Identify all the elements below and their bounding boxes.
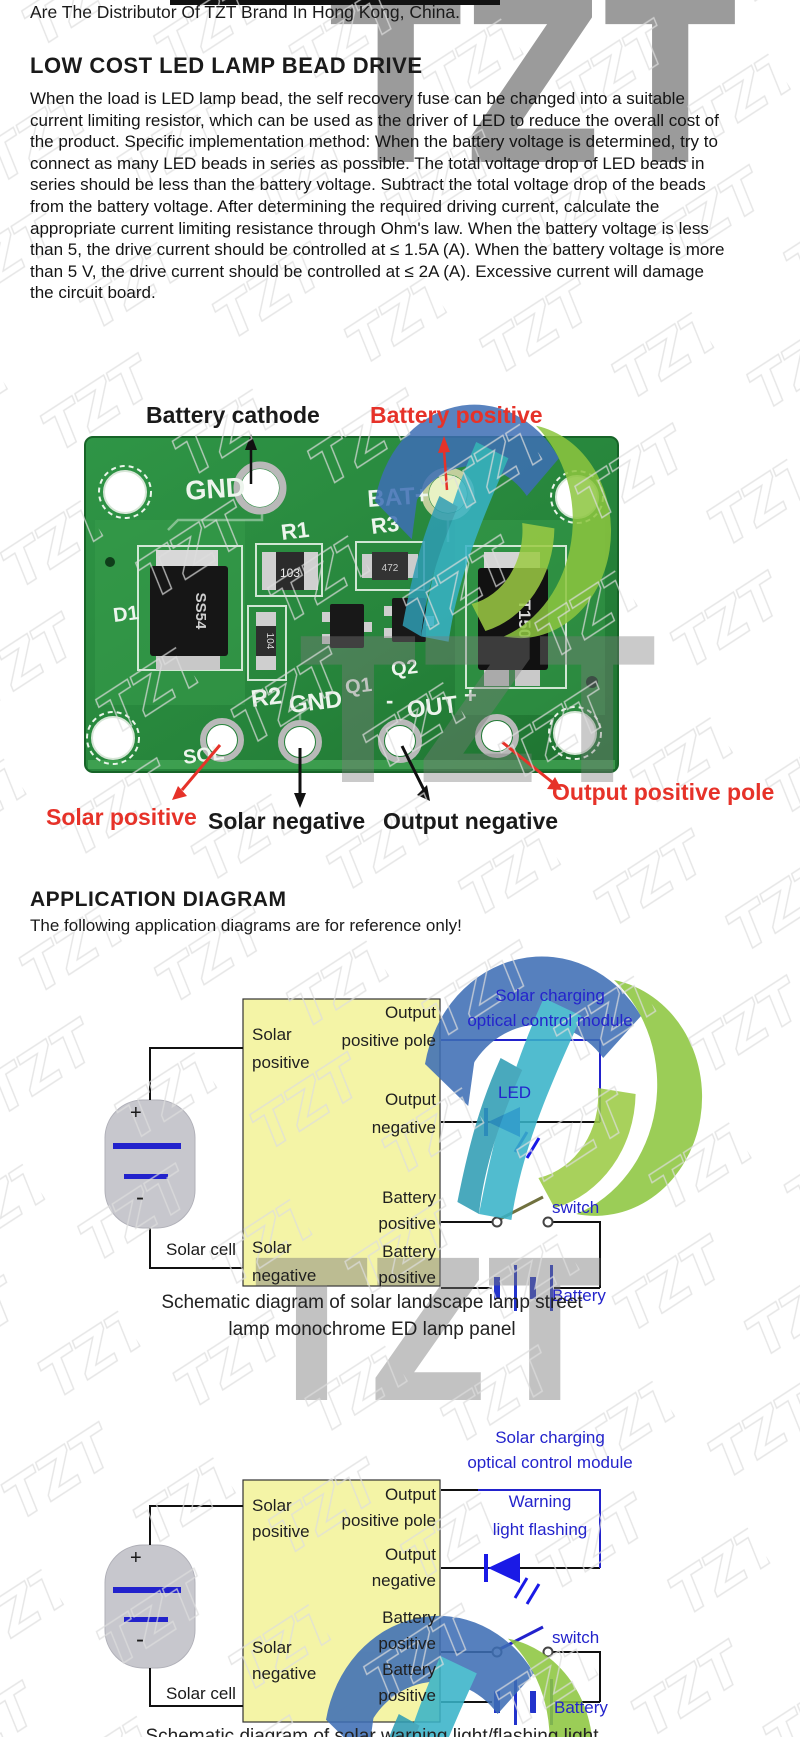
label-battery-positive: Battery positive bbox=[370, 402, 543, 428]
d1-solar-positive-2: positive bbox=[252, 1053, 310, 1072]
d1-solar-positive: Solar bbox=[252, 1025, 292, 1044]
d1-battery-positive-2b: positive bbox=[378, 1268, 436, 1287]
application-heading: APPLICATION DIAGRAM bbox=[30, 888, 287, 911]
d2-battery-positive-1: Battery bbox=[382, 1608, 436, 1627]
d2-cell-plus: + bbox=[130, 1547, 142, 1569]
d2-solar-positive-2: positive bbox=[252, 1522, 310, 1541]
label-solar-positive: Solar positive bbox=[46, 804, 197, 830]
d1-cell-minus: - bbox=[136, 1184, 144, 1211]
d2-output-negative-2: negative bbox=[371, 1571, 436, 1590]
paragraph-line: current limiting resistor, which can be … bbox=[30, 110, 719, 130]
d1-solar-negative-2: negative bbox=[252, 1266, 317, 1285]
label-output-positive-pole: Output positive pole bbox=[552, 779, 775, 805]
d1-output-positive-2: positive pole bbox=[341, 1031, 436, 1050]
d2-solar-positive: Solar bbox=[252, 1496, 292, 1515]
d1-battery-positive-1b: positive bbox=[378, 1214, 436, 1233]
page-title: LOW COST LED LAMP BEAD DRIVE bbox=[30, 53, 423, 78]
paragraph-line: appropriate current limiting resistance … bbox=[30, 218, 709, 238]
d2-output-positive: Output bbox=[384, 1485, 436, 1504]
d2-battery-positive-1b: positive bbox=[378, 1634, 436, 1653]
d2-warning-2: light flashing bbox=[492, 1520, 588, 1539]
paragraph-line: than 5 V, the drive current should be co… bbox=[30, 261, 704, 281]
d1-switch-label: switch bbox=[552, 1198, 600, 1217]
d1-battery-positive-1: Battery bbox=[382, 1188, 436, 1207]
d1-led-label: LED bbox=[498, 1083, 532, 1102]
d2-battery-label: Battery bbox=[554, 1698, 608, 1717]
d1-battery-label: Battery bbox=[552, 1286, 606, 1305]
label-solar-negative: Solar negative bbox=[208, 808, 366, 834]
d2-solar-negative: Solar bbox=[252, 1638, 292, 1657]
d2-solar-cell-label: Solar cell bbox=[166, 1684, 236, 1703]
paragraph-line: than 5, the drive current should be cont… bbox=[30, 240, 725, 260]
d1-cell-plus: + bbox=[130, 1102, 142, 1124]
paragraph-line: connect as many LED beads in series as p… bbox=[30, 153, 705, 173]
paragraph-line: the circuit board. bbox=[30, 283, 156, 303]
d1-output-positive: Output bbox=[384, 1003, 436, 1022]
d1-solar-negative: Solar bbox=[252, 1238, 292, 1257]
d1-output-negative-2: negative bbox=[371, 1118, 436, 1137]
paragraph-line: series should be less than the battery v… bbox=[30, 175, 706, 195]
d2-cell-minus: - bbox=[136, 1626, 144, 1653]
paragraph-line: from the battery voltage. After determin… bbox=[30, 196, 660, 216]
intro-paragraph: When the load is LED lamp bead, the self… bbox=[30, 88, 778, 304]
paragraph-line: When the load is LED lamp bead, the self… bbox=[30, 89, 685, 108]
d1-solar-cell-label: Solar cell bbox=[166, 1240, 236, 1259]
d2-warning-1: Warning bbox=[508, 1492, 572, 1511]
d2-solar-negative-2: negative bbox=[252, 1664, 317, 1683]
paragraph-line: the product. Specific implementation met… bbox=[30, 132, 718, 152]
application-subtitle: The following application diagrams are f… bbox=[30, 916, 462, 935]
distributor-line: Are The Distributor Of TZT Brand In Hong… bbox=[30, 2, 460, 22]
d2-output-negative: Output bbox=[384, 1545, 436, 1564]
d2-battery-positive-2b: positive bbox=[378, 1686, 436, 1705]
label-output-negative: Output negative bbox=[383, 808, 559, 834]
d1-battery-positive-2: Battery bbox=[382, 1242, 436, 1261]
d1-output-negative: Output bbox=[384, 1090, 436, 1109]
d1-caption-line-1: Schematic diagram of solar landscape lam… bbox=[161, 1292, 583, 1313]
d2-battery-positive-2: Battery bbox=[382, 1660, 436, 1679]
d1-right-title-2: optical control module bbox=[467, 1011, 633, 1030]
d2-right-title-2: optical control module bbox=[467, 1453, 633, 1472]
d1-right-title-1: Solar charging bbox=[495, 986, 605, 1005]
d2-output-positive-2: positive pole bbox=[341, 1511, 436, 1530]
label-battery-cathode: Battery cathode bbox=[146, 402, 320, 428]
d2-right-title-1: Solar charging bbox=[495, 1428, 605, 1447]
d2-switch-label: switch bbox=[552, 1628, 600, 1647]
d2-caption-line-1: Schematic diagram of solar warning light… bbox=[145, 1726, 599, 1737]
d1-caption-line-2: lamp monochrome ED lamp panel bbox=[228, 1319, 516, 1340]
